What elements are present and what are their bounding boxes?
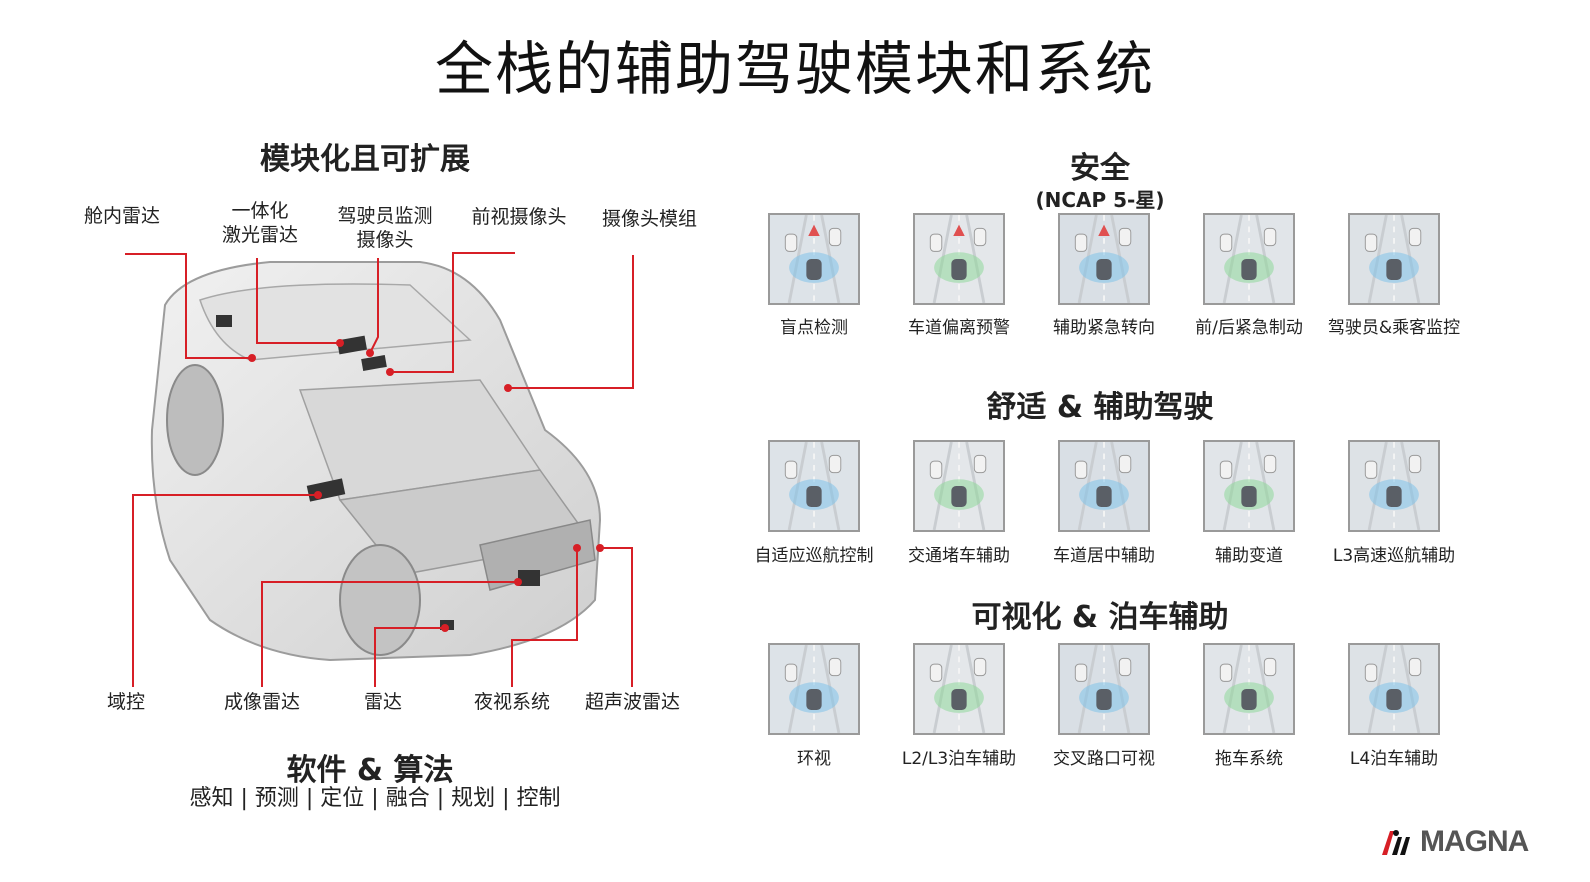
page-title: 全栈的辅助驾驶模块和系统 (434, 35, 1155, 103)
software-heading: 软件 & 算法 (286, 753, 454, 788)
comfort-thumbnail (1058, 440, 1150, 532)
label-camera-module: 摄像头模组 (601, 208, 697, 230)
callout-lines (125, 252, 634, 687)
modular-heading: 模块化且可扩展 (260, 142, 470, 177)
comfort-label: 交通堵车辅助 (908, 546, 1010, 566)
label-imaging-radar: 成像雷达 (223, 691, 300, 713)
label-dms-line1: 驾驶员监测 (337, 205, 433, 227)
comfort-label: 车道居中辅助 (1053, 546, 1155, 566)
comfort-thumbnail (913, 440, 1005, 532)
car-silhouette (150, 261, 602, 662)
magna-logo-text: MAGNA (1420, 825, 1529, 858)
parking-label: L2/L3泊车辅助 (901, 749, 1017, 769)
comfort-thumbnail (1203, 440, 1295, 532)
module-dms (361, 355, 387, 371)
comfort-heading: 舒适 & 辅助驾驶 (986, 390, 1214, 425)
safety-thumbnail (1348, 213, 1440, 305)
safety-label: 驾驶员&乘客监控 (1327, 318, 1461, 338)
safety-heading: 安全 (1070, 151, 1130, 186)
label-cabin-radar: 舱内雷达 (83, 205, 160, 227)
parking-heading: 可视化 & 泊车辅助 (971, 600, 1229, 635)
parking-thumbnail (913, 643, 1005, 735)
safety-thumbnail (768, 213, 860, 305)
callout-dots (248, 339, 604, 632)
comfort-label: 自适应巡航控制 (754, 546, 874, 566)
label-lidar-line1: 一体化 (231, 200, 289, 222)
module-lidar (336, 335, 368, 355)
comfort-label: L3高速巡航辅助 (1332, 546, 1456, 566)
label-domain-controller: 域控 (106, 691, 145, 713)
label-night-vision: 夜视系统 (473, 691, 550, 713)
label-lidar-line2: 激光雷达 (221, 224, 298, 246)
magna-logo-mark-icon (1382, 830, 1410, 855)
safety-label: 盲点检测 (780, 318, 848, 338)
label-radar: 雷达 (363, 691, 402, 713)
magna-logo: MAGNA (1380, 825, 1529, 859)
parking-thumbnail (768, 643, 860, 735)
safety-label: 前/后紧急制动 (1195, 318, 1303, 338)
software-subtitle: 感知 | 预测 | 定位 | 融合 | 规划 | 控制 (189, 786, 561, 811)
comfort-thumbnail (768, 440, 860, 532)
comfort-label: 辅助变道 (1215, 546, 1283, 566)
parking-thumbnail (1348, 643, 1440, 735)
module-imaging-radar (518, 570, 540, 586)
safety-thumbnail (913, 213, 1005, 305)
parking-thumbnail (1058, 643, 1150, 735)
safety-label: 车道偏离预警 (908, 318, 1010, 338)
parking-label: L4泊车辅助 (1349, 749, 1439, 769)
module-cabin (216, 315, 232, 327)
parking-label: 交叉路口可视 (1053, 749, 1155, 769)
label-front-camera: 前视摄像头 (471, 206, 567, 228)
parking-label: 环视 (797, 749, 831, 769)
parking-label: 拖车系统 (1215, 749, 1283, 769)
safety-subheading: (NCAP 5-星) (1035, 188, 1165, 212)
car-sensor-diagram (125, 252, 634, 687)
label-ultrasonic: 超声波雷达 (584, 691, 680, 713)
safety-thumbnail (1203, 213, 1295, 305)
label-dms-line2: 摄像头 (356, 229, 414, 251)
parking-thumbnail (1203, 643, 1295, 735)
comfort-thumbnail (1348, 440, 1440, 532)
safety-thumbnail (1058, 213, 1150, 305)
safety-label: 辅助紧急转向 (1053, 318, 1155, 338)
